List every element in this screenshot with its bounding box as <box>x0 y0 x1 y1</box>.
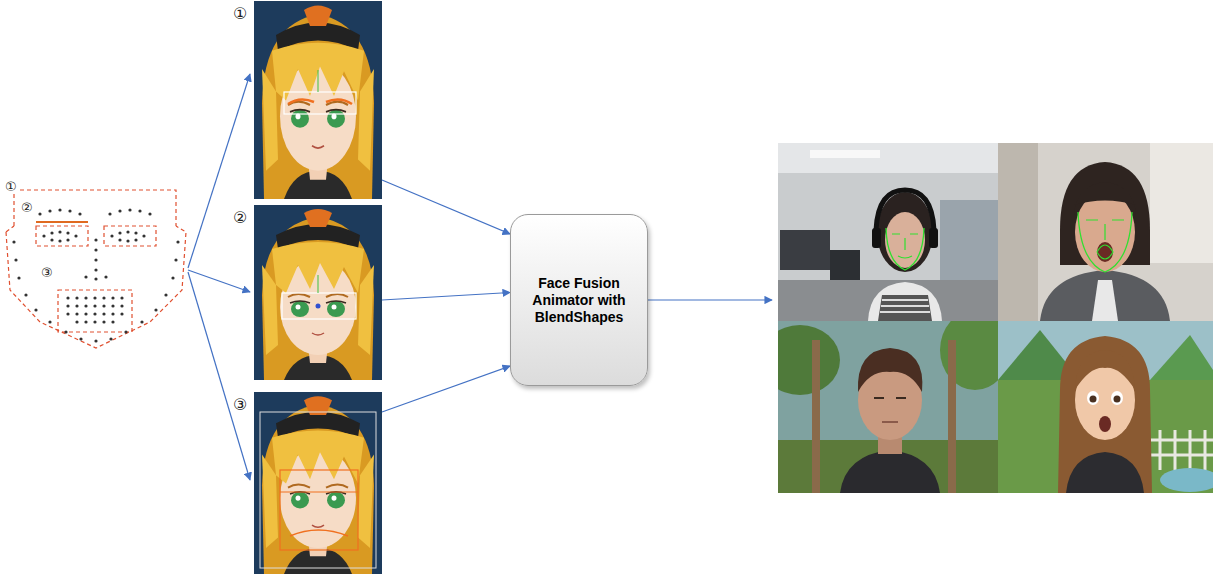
callout-number: ③ <box>40 266 54 280</box>
region-image: ② <box>232 205 382 380</box>
schematic-arrows <box>188 74 250 480</box>
callout-number: ① <box>233 5 247 23</box>
region-image: ① <box>232 1 382 200</box>
process-box: Face Fusion Animator with BlendShapes <box>510 214 648 386</box>
callout-number: ② <box>20 201 34 215</box>
callout-number: ② <box>233 209 247 227</box>
avatar-man <box>778 321 998 493</box>
landmark-schematic <box>6 190 186 348</box>
photo-office <box>778 143 998 321</box>
flow-arrow <box>382 293 510 301</box>
region-image-eyebrows <box>254 1 382 199</box>
region-image-face <box>254 392 382 574</box>
region-image-eyes <box>254 205 382 380</box>
callout-number: ① <box>4 180 18 194</box>
flow-arrow <box>382 180 510 234</box>
avatar-girl <box>998 321 1213 493</box>
output-arrow <box>644 299 772 300</box>
region-image: ③ <box>232 392 382 574</box>
flow-arrow <box>382 366 510 412</box>
photo-room <box>998 143 1213 321</box>
box-text: Face Fusion Animator with BlendShapes <box>519 275 639 326</box>
callout-number: ③ <box>233 396 247 414</box>
